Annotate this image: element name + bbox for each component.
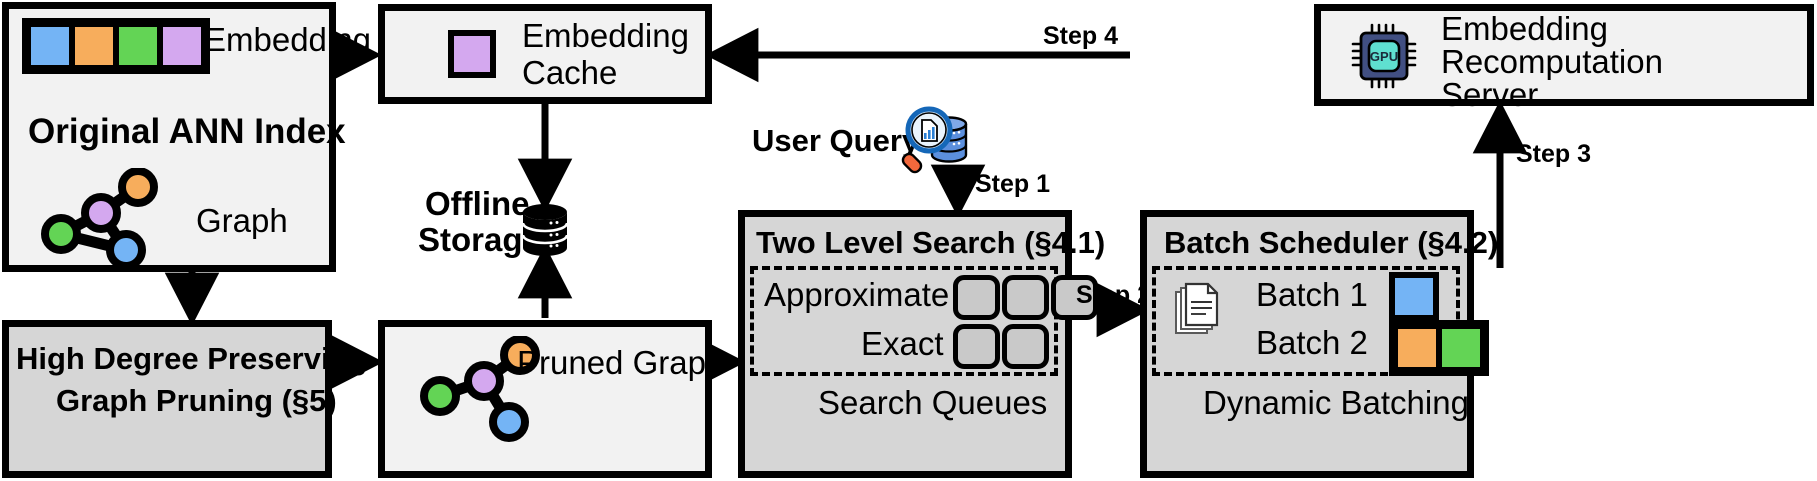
gpu-chip-icon: GPU xyxy=(1351,23,1417,89)
embedding-cache-line2: Cache xyxy=(522,54,618,91)
offline-storage-line1: Offline xyxy=(425,185,530,222)
embedding-cache-line1: Embedding xyxy=(522,17,689,54)
search-document-database-icon xyxy=(901,106,968,174)
embedding-swatch-blue xyxy=(28,24,72,68)
embedding-cache-swatch xyxy=(448,30,496,78)
queue-slot xyxy=(1002,275,1049,320)
graph-label: Graph xyxy=(196,202,288,239)
offline-storage-line2: Storage xyxy=(418,221,541,258)
batch-scheduler-title: Batch Scheduler (§4.2) xyxy=(1164,225,1499,260)
queue-slot xyxy=(1002,324,1049,369)
gpu-icon-text: GPU xyxy=(1370,49,1398,64)
search-queues-footer: Search Queues xyxy=(818,384,1048,421)
step-4-label: Step 4 xyxy=(1043,22,1119,50)
recomputation-server-line3: Server xyxy=(1441,76,1539,113)
step-1-label: Step 1 xyxy=(975,170,1051,198)
graph-pruning-box xyxy=(2,320,332,478)
two-level-search-title: Two Level Search (§4.1) xyxy=(756,225,1106,260)
exact-queue-label: Exact xyxy=(861,325,944,362)
approximate-queue-slots xyxy=(953,275,1098,320)
graph-pruning-line2: Graph Pruning (§5) xyxy=(56,383,337,418)
user-query-label: User Query xyxy=(752,123,920,158)
embedding-swatch-row xyxy=(22,18,210,74)
embedding-swatch-green xyxy=(116,24,160,68)
dynamic-batching-footer: Dynamic Batching xyxy=(1203,384,1469,421)
pruned-graph-label: Pruned Graph xyxy=(517,344,725,381)
approximate-queue-label: Approximate xyxy=(764,276,950,313)
queue-slot xyxy=(1051,275,1098,320)
embedding-cache-box xyxy=(378,4,712,104)
documents-stack-icon xyxy=(1175,282,1219,334)
batch-2-swatch-green xyxy=(1439,326,1483,370)
embedding-swatch-orange xyxy=(72,24,116,68)
batch-1-label: Batch 1 xyxy=(1256,276,1368,313)
original-graph-icon xyxy=(41,168,158,268)
recomputation-server-line2: Recomputation xyxy=(1441,43,1663,80)
pruned-graph-icon xyxy=(420,336,540,442)
database-icon xyxy=(521,204,569,256)
batch-2-label: Batch 2 xyxy=(1256,324,1368,361)
batch-1-swatch-blue xyxy=(1389,272,1439,321)
exact-queue-slots xyxy=(953,324,1049,369)
embedding-swatch-purple xyxy=(160,24,204,68)
original-ann-index-title: Original ANN Index xyxy=(28,112,346,151)
queue-slot xyxy=(953,324,1000,369)
graph-pruning-line1: High Degree Preserving xyxy=(16,341,368,376)
search-queues-group xyxy=(750,266,1058,376)
recomputation-server-line1: Embedding xyxy=(1441,10,1608,47)
embedding-label: Embedding xyxy=(204,21,371,58)
queue-slot xyxy=(953,275,1000,320)
batch-2-swatch-orange xyxy=(1395,326,1439,370)
batch-2-swatch-row xyxy=(1389,320,1489,376)
step-3-label: Step 3 xyxy=(1516,140,1592,168)
